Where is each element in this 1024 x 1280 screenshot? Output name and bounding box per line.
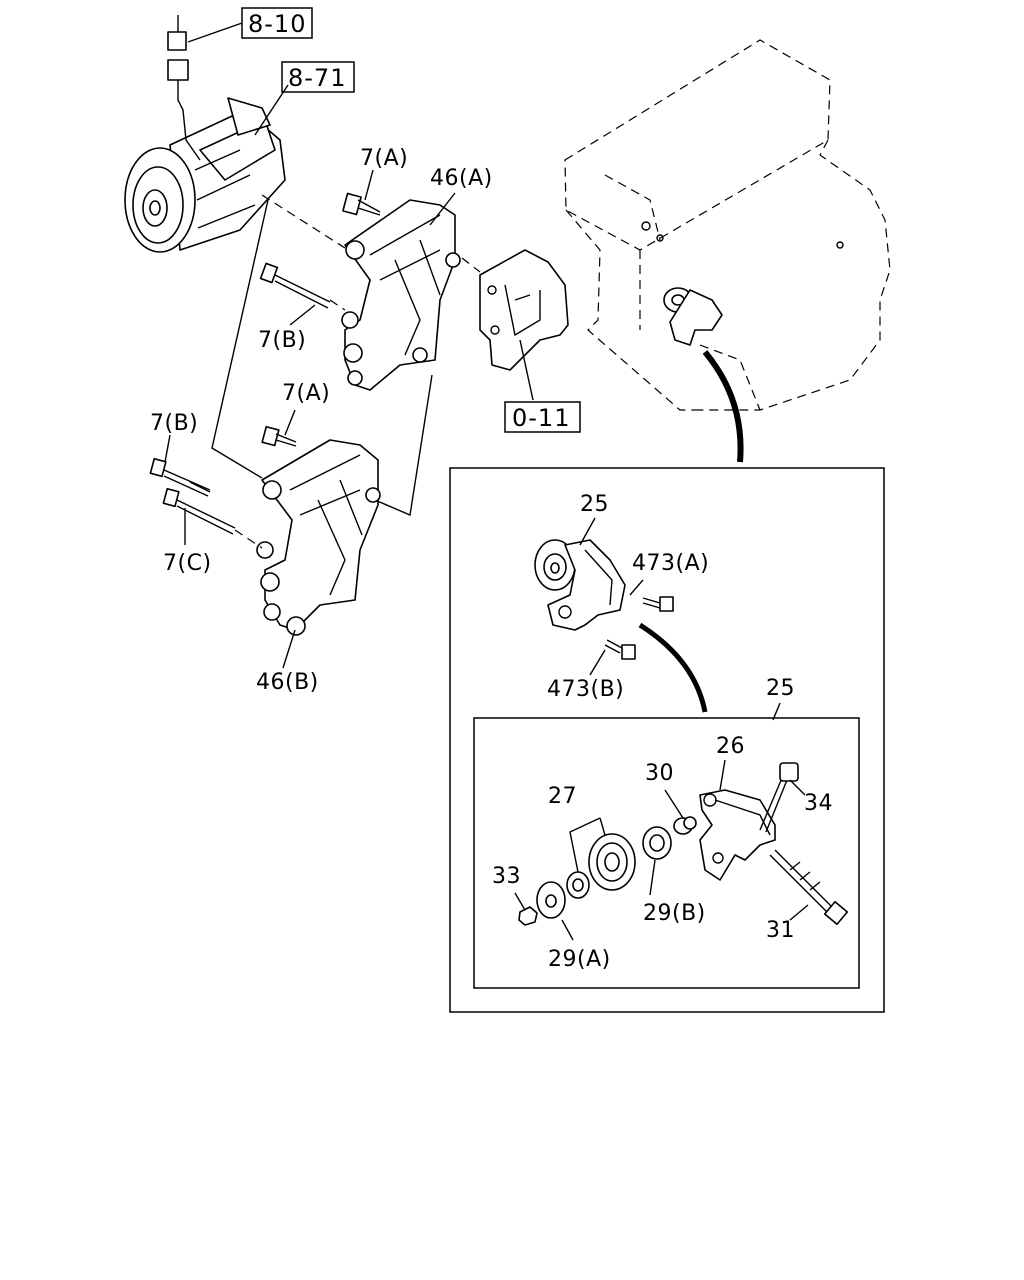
label-30: 30 [645,761,674,786]
label-7a-lower: 7(A) [282,381,330,406]
label-7b-lower: 7(B) [150,411,198,436]
bolt-473b [604,639,636,660]
part-29a-washer [536,881,566,919]
label-26: 26 [716,734,745,759]
ref-box-0-11 [504,401,581,433]
label-25-detail: 25 [766,676,795,701]
label-29b: 29(B) [643,901,706,926]
label-29a: 29(A) [548,947,611,972]
dash-bracket-to-plate [461,257,481,273]
part-30-bushing [673,816,697,835]
ref-0-11: 0-11 [512,404,570,432]
label-7c: 7(C) [163,551,212,576]
part-34-bolt [759,762,799,833]
engine-tensioner [663,287,723,346]
detail-arrow-2 [638,622,708,713]
detail-box-tensioner [449,467,885,1013]
ref-8-71: 8-71 [288,64,346,92]
bolt-7a-lower [261,425,297,447]
label-46a: 46(A) [430,166,493,191]
part-33-nut [518,906,538,926]
part-27-pulley [588,833,636,891]
bolt-7c [162,487,236,535]
bolt-473a [642,596,674,612]
dash-bolt-7b [329,299,346,311]
label-25: 25 [580,492,609,517]
bolt-7a-upper [342,192,381,216]
label-7a-upper: 7(A) [360,146,408,171]
bracket-46a [341,199,461,391]
mounting-plate [479,249,569,371]
leader-lines [164,22,809,941]
dash-bolt-7c [234,529,263,549]
line-bracket-box [211,199,433,516]
detail-box-tensioner-parts [473,717,860,989]
bolt-7b-lower [149,457,211,497]
ac-compressor [124,15,286,253]
dash-compressor-to-bracket [261,194,346,249]
part-29b-washer [642,826,672,860]
bracket-46b [256,439,381,636]
label-31: 31 [766,918,795,943]
detail-arrow-1 [702,350,744,463]
label-33: 33 [492,864,521,889]
label-46b: 46(B) [256,670,319,695]
label-473b: 473(B) [547,677,624,702]
part-31-long-bolt [769,849,849,926]
tensioner-assembly-25 [534,539,626,631]
label-34: 34 [804,791,833,816]
ref-8-10: 8-10 [248,10,306,38]
ref-box-8-71 [281,61,355,93]
label-27: 27 [548,784,577,809]
engine-block-outline [564,39,891,411]
label-7b-upper: 7(B) [258,328,306,353]
part-26-arm [699,789,776,881]
bolt-7b-upper [259,262,331,309]
part-27-bearing [566,871,590,899]
ref-box-8-10 [241,7,313,39]
label-473a: 473(A) [632,551,709,576]
